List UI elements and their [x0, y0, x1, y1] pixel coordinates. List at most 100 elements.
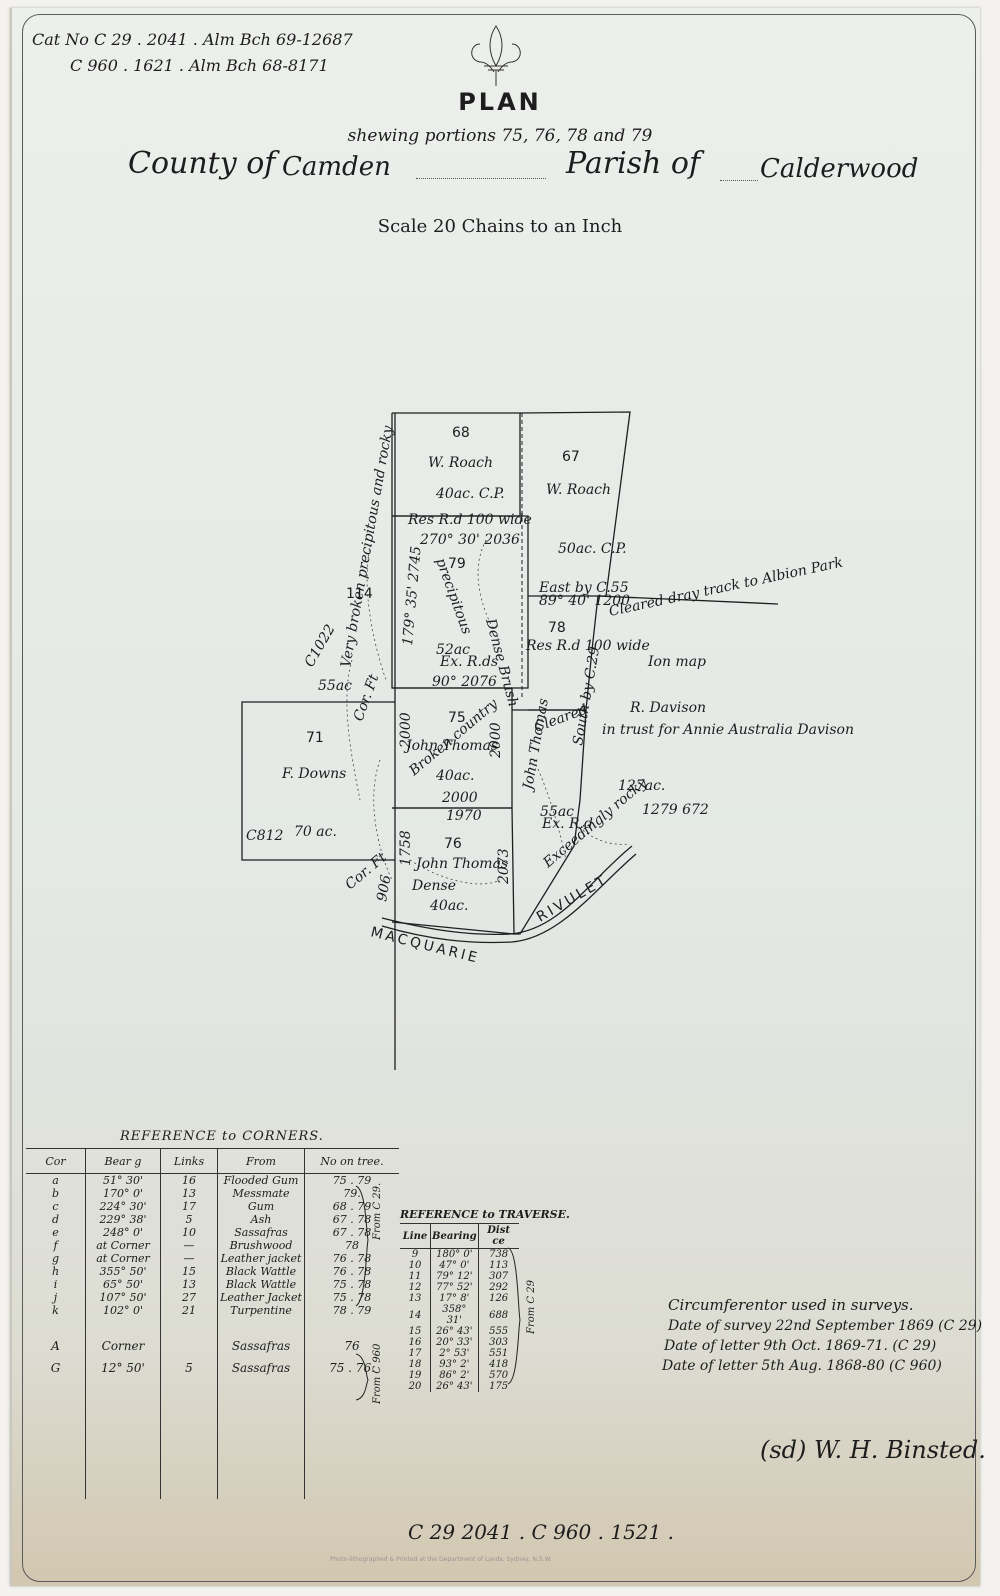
dotted-leader: [416, 178, 546, 179]
corners-cell-bearing: 102° 0': [85, 1304, 161, 1317]
corners-cell-from: Black Wattle: [217, 1278, 305, 1291]
label-owner-71: F. Downs: [281, 766, 346, 782]
corners-header-bearing: Bear g: [85, 1148, 161, 1174]
traverse-cell-bearing: 86° 2': [430, 1370, 479, 1381]
traverse-from-note: From C 29: [526, 1280, 537, 1334]
corners-cell-tree: 67 . 78: [332, 1213, 372, 1226]
traverse-cell-distance: 292: [489, 1282, 509, 1293]
corners-cell-from: Sassafras: [217, 1335, 305, 1357]
corners-cell-from: Gum: [217, 1200, 305, 1213]
label-east-by: East by C.55: [538, 580, 629, 596]
corners-cell-from: Messmate: [217, 1187, 305, 1200]
corners-brace-c960: [355, 1353, 369, 1401]
corners-cell-links: 5: [160, 1357, 218, 1379]
corners-cell-cor: j: [26, 1291, 86, 1304]
corners-cell-from: Brushwood: [217, 1239, 305, 1252]
catalogue-line-2: C 960 . 1621 . Alm Bch 68-8171: [70, 56, 329, 75]
corners-cell-bearing: 107° 50': [85, 1291, 161, 1304]
label-area-71: 70 ac.: [294, 824, 337, 840]
corners-cell-bearing: 224° 30': [85, 1200, 161, 1213]
label-portion-75: 75: [448, 710, 466, 726]
label-ref-2000-b: 2000: [488, 722, 504, 759]
corners-cell-cor: G: [26, 1357, 86, 1379]
corners-cell-links: 13: [160, 1278, 218, 1291]
printer-imprint: Photo-lithographed & Printed at the Depa…: [330, 1556, 552, 1563]
corners-cell-cor: a: [26, 1173, 86, 1187]
corners-cell-cor: d: [26, 1213, 86, 1226]
corners-cell-bearing: 12° 50': [85, 1357, 161, 1379]
label-owner-davison: R. Davison: [629, 700, 706, 716]
from-c29-note: From C 29.: [372, 1182, 383, 1240]
survey-note-1: Circumferentor used in surveys.: [668, 1296, 914, 1314]
corners-cell-from: Ash: [217, 1213, 305, 1226]
traverse-cell-bearing: 17° 8': [430, 1293, 479, 1304]
corners-cell-bearing: 51° 30': [85, 1173, 161, 1187]
portion-79-boundary: [391, 515, 529, 689]
traverse-cell-line: 15: [400, 1326, 431, 1337]
traverse-header-bearing: Bearing: [430, 1223, 479, 1249]
parish-label: Parish of: [566, 146, 701, 181]
spacer-cell: [26, 1317, 86, 1335]
rivulet-line: [381, 845, 633, 935]
catalogue-line-1: Cat No C 29 . 2041 . Alm Bch 69-12687: [32, 30, 353, 49]
corners-cell-cor: k: [26, 1304, 86, 1317]
label-ref-1758: 1758: [398, 830, 414, 866]
label-res-78: Res R.d 100 wide: [525, 638, 650, 654]
traverse-cell-line: 20: [400, 1381, 431, 1392]
corners-cell-tree: 75 . 78: [332, 1291, 372, 1304]
traverse-cell-line: 17: [400, 1348, 431, 1359]
corners-cell-from: Turpentine: [217, 1304, 305, 1317]
traverse-cell-bearing: 26° 43': [430, 1381, 479, 1392]
portion-55ac-boundary: [512, 709, 587, 935]
surveyor-signature: (sd) W. H. Binsted.: [760, 1436, 986, 1464]
corners-cell-links: 5: [160, 1213, 218, 1226]
corners-cell-bearing: 170° 0': [85, 1187, 161, 1200]
traverse-cell-bearing: 93° 2': [430, 1359, 479, 1370]
traverse-cell-distance: 738: [489, 1249, 509, 1260]
corners-cell-cor: b: [26, 1187, 86, 1200]
corners-cell-links: —: [160, 1252, 218, 1265]
traverse-cell-distance: 418: [489, 1359, 509, 1370]
traverse-cell-distance: 570: [489, 1370, 509, 1381]
corners-cell-cor: A: [26, 1335, 86, 1357]
border-frame: [22, 14, 976, 1582]
label-bearing-78: 89° 40' 1200: [539, 593, 630, 609]
corners-cell-links: 15: [160, 1265, 218, 1278]
corners-cell-links: —: [160, 1239, 218, 1252]
label-owner-76: John Thomas: [413, 856, 508, 872]
label-ref-179: 179° 35' 2745: [400, 545, 425, 646]
traverse-cell-line: 9: [400, 1248, 431, 1260]
traverse-cell-line: 11: [400, 1271, 431, 1282]
label-area-114: 55ac: [318, 678, 352, 694]
traverse-cell-distance: 175: [489, 1381, 509, 1392]
label-area-79: 52ac: [436, 642, 470, 658]
spacer-cell: [85, 1317, 161, 1335]
corners-cell-cor: e: [26, 1226, 86, 1239]
footer-reference: C 29 2041 . C 960 . 1521 .: [408, 1520, 674, 1544]
label-c1279: 1279 672: [642, 802, 709, 818]
corners-cell-from: Leather jacket: [217, 1252, 305, 1265]
label-south-by: South by C.29: [570, 645, 603, 746]
traverse-header-distance: Dist ce: [478, 1223, 519, 1249]
spacer-cell: [217, 1317, 305, 1335]
corners-cell-tree: 78: [345, 1239, 359, 1252]
county-value: Camden: [282, 152, 391, 182]
label-ref-2000-c: 2000: [441, 790, 478, 806]
label-owner-68: W. Roach: [428, 455, 493, 471]
corners-header-from: From: [217, 1148, 305, 1174]
label-area-76: 40ac.: [429, 898, 468, 914]
traverse-cell-line: 19: [400, 1370, 431, 1381]
label-ref-906: 906: [374, 874, 394, 903]
